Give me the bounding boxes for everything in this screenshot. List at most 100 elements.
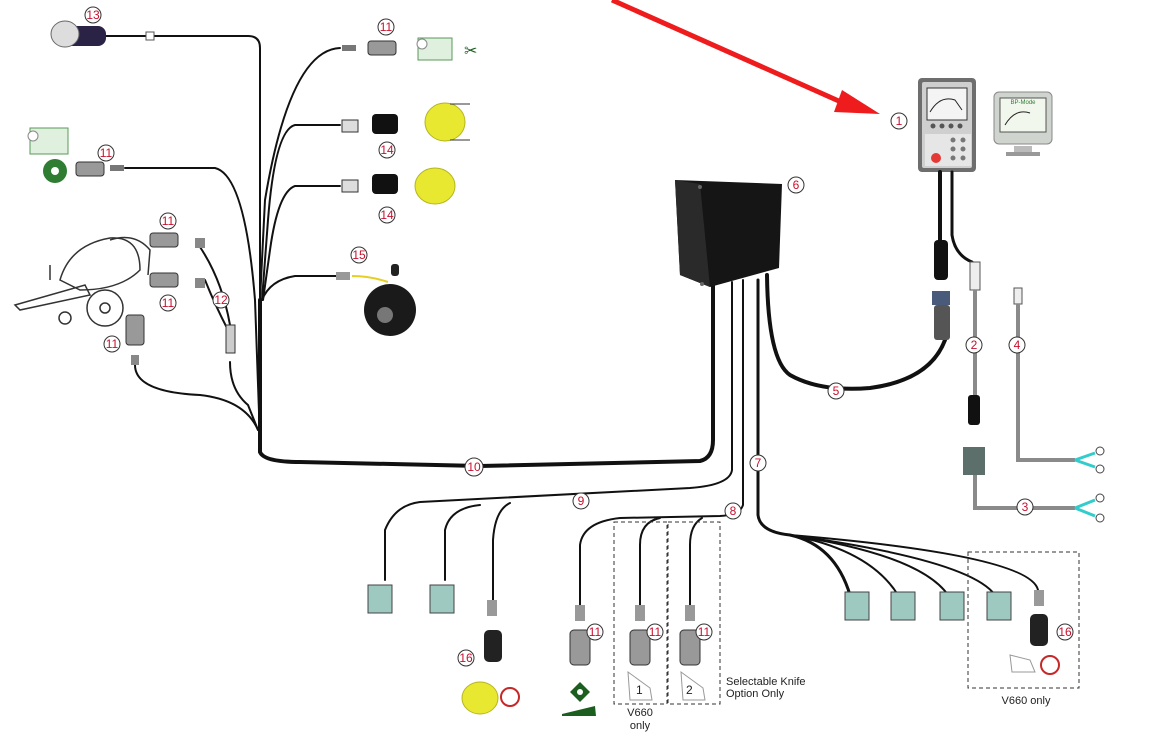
- v660-option-box: [613, 521, 668, 705]
- svg-text:11: 11: [589, 625, 602, 639]
- callout-2: 2: [965, 336, 983, 354]
- callout-11: 11: [377, 18, 395, 36]
- callout-11: 11: [695, 623, 713, 641]
- svg-text:13: 13: [86, 8, 100, 22]
- callout-11: 11: [97, 144, 115, 162]
- proximity-sensor: [125, 314, 145, 365]
- wire-splice-icon: [145, 31, 155, 41]
- svg-text:1: 1: [896, 114, 903, 128]
- svg-text:11: 11: [380, 20, 393, 34]
- knife-option-box: [667, 521, 721, 705]
- connector-4-icon: [1013, 287, 1023, 305]
- v660-only-note: V660 only: [1002, 695, 1051, 707]
- svg-text:3: 3: [1022, 500, 1029, 514]
- callout-8: 8: [724, 502, 742, 520]
- proximity-sensor: [149, 272, 205, 288]
- callout-6: 6: [787, 176, 805, 194]
- callout-13: 13: [84, 6, 102, 24]
- callout-1: 1: [890, 112, 908, 130]
- net-wrap-icon: ✂: [416, 37, 477, 61]
- selectable-knife-note-2: Option Only: [726, 688, 785, 700]
- pressure-sensor: [461, 600, 520, 715]
- box-wires: [384, 273, 1039, 606]
- callout-15: 15: [350, 246, 368, 264]
- callout-14: 14: [378, 206, 396, 224]
- monitor-icon: BP-Mode: [993, 91, 1053, 156]
- gear-wheel-icon: [43, 159, 67, 183]
- svg-text:11: 11: [698, 625, 711, 639]
- power-socket-icon: [963, 395, 985, 475]
- rotary-encoder-13: [50, 20, 106, 48]
- callout-11: 11: [586, 623, 604, 641]
- ring-terminal-icon: [1074, 446, 1105, 523]
- control-terminal: [918, 78, 976, 172]
- callout-16: 16: [1056, 623, 1074, 641]
- knife-2-icon: 2: [680, 670, 706, 701]
- v660-note: V660: [627, 707, 653, 719]
- svg-text:10: 10: [467, 460, 481, 474]
- v660-note-only: only: [630, 720, 651, 732]
- svg-text:16: 16: [459, 651, 473, 665]
- callout-11: 11: [159, 294, 177, 312]
- knife-1-icon: 1: [627, 670, 653, 701]
- bale-diameter-sensor: [341, 167, 456, 205]
- solenoid-valve-connector: [939, 591, 965, 621]
- proximity-sensor: [679, 605, 701, 666]
- callout-11: 11: [159, 212, 177, 230]
- round-connector: [932, 240, 950, 340]
- harness-10-wires: [104, 35, 715, 469]
- proximity-sensor: [342, 40, 397, 56]
- svg-text:16: 16: [1058, 625, 1072, 639]
- callout-4: 4: [1008, 336, 1026, 354]
- callout-11: 11: [103, 335, 121, 353]
- svg-text:12: 12: [214, 293, 228, 307]
- svg-text:8: 8: [730, 504, 737, 518]
- red-arrow-icon: [610, 0, 880, 114]
- svg-text:5: 5: [833, 384, 840, 398]
- svg-text:11: 11: [162, 214, 175, 228]
- callout-9: 9: [572, 492, 590, 510]
- baler-outline-icon: [13, 236, 151, 327]
- svg-text:7: 7: [755, 456, 762, 470]
- svg-text:9: 9: [578, 494, 585, 508]
- callout-7: 7: [749, 454, 767, 472]
- svg-text:4: 4: [1014, 338, 1021, 352]
- svg-text:15: 15: [352, 248, 366, 262]
- callout-11: 11: [646, 623, 664, 641]
- svg-text:11: 11: [649, 625, 662, 639]
- solenoid-valve-connector: [986, 591, 1012, 621]
- ecu-box: [675, 180, 782, 287]
- svg-text:11: 11: [162, 296, 175, 310]
- proximity-sensor: [149, 232, 205, 248]
- knife-2-label: 2: [686, 683, 693, 697]
- v660-option-box: [967, 551, 1080, 689]
- buzzer: [336, 264, 416, 336]
- net-wrap-icon: [27, 127, 69, 155]
- callout-16: 16: [457, 649, 475, 667]
- callout-12: 12: [212, 291, 230, 309]
- proximity-sensor: [569, 605, 591, 666]
- knife-1-label: 1: [636, 683, 643, 697]
- callout-3: 3: [1016, 498, 1034, 516]
- solenoid-valve-connector: [844, 591, 870, 621]
- solenoid-valve-connector: [367, 584, 393, 614]
- callout-5: 5: [827, 382, 845, 400]
- connector-2-icon: [969, 261, 981, 291]
- proximity-sensor: [75, 161, 124, 177]
- svg-text:14: 14: [380, 208, 394, 222]
- splitter-connector-12: [225, 324, 236, 354]
- svg-text:11: 11: [100, 146, 113, 160]
- callout-10: 10: [464, 457, 484, 477]
- bale-diameter-sensor: [341, 102, 470, 142]
- svg-text:14: 14: [380, 143, 394, 157]
- solenoid-valve-connector: [890, 591, 916, 621]
- solenoid-valve-connector: [429, 584, 455, 614]
- monitor-brand-label: BP-Mode: [1010, 100, 1036, 106]
- pressure-sensor: [1009, 590, 1060, 675]
- knife-position-icon: [562, 682, 596, 716]
- svg-text:2: 2: [971, 338, 978, 352]
- svg-text:11: 11: [106, 337, 119, 351]
- svg-text:✂: ✂: [464, 43, 477, 60]
- proximity-sensor: [629, 605, 651, 666]
